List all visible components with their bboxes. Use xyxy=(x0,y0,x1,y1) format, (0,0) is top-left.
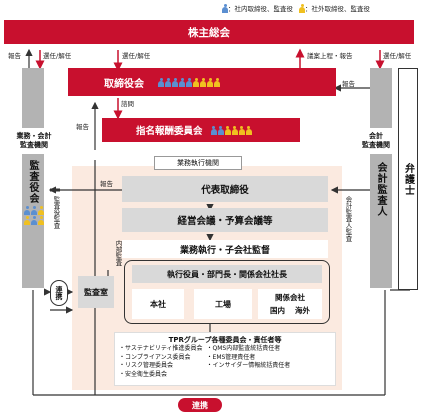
head-office-box[interactable]: 本社 xyxy=(132,289,184,319)
audit-board-people xyxy=(24,206,44,225)
officers-box[interactable]: 執行役員・部門長・関係会社社長 xyxy=(132,265,322,283)
management-meeting-box[interactable]: 経営会議・予算会議等 xyxy=(122,208,328,232)
elect-right-label: 選任/解任 xyxy=(383,52,412,60)
factory-box[interactable]: 工場 xyxy=(194,289,252,319)
person-icon xyxy=(24,216,30,225)
audit-board-column xyxy=(22,68,44,288)
report-left-top-label: 報告 xyxy=(8,52,21,60)
management-meeting-label: 経営会議・予算会議等 xyxy=(177,216,273,227)
accounting-auditor-label: 会計監査人 xyxy=(375,162,386,217)
nomination-people xyxy=(210,125,252,135)
committee-item: ・リスク管理委員会 xyxy=(119,362,174,369)
person-icon xyxy=(24,206,30,215)
committees-right-list: ・QMS内部監査統括責任者 ・EMS管理責任者 ・インサイダー情報統括責任者 xyxy=(207,345,291,379)
committee-item: ・サステナビリティ推進委員会 xyxy=(119,345,203,352)
audit-office-label: 監査室 xyxy=(84,287,108,297)
committee-item: ・安全衛生委員会 xyxy=(119,370,168,378)
person-icon xyxy=(193,77,199,87)
overseas-label: 海外 xyxy=(295,306,310,315)
lawyer-label: 弁護士 xyxy=(402,162,414,196)
business-org-tab: 業務執行機関 xyxy=(154,156,242,170)
audit-office-box[interactable]: 監査室 xyxy=(78,276,114,308)
nomination-label: 指名報酬委員会 xyxy=(136,126,203,137)
audit-group-label: 業務・会計 監査機関 xyxy=(16,132,52,149)
board-people xyxy=(158,77,220,87)
head-office-label: 本社 xyxy=(150,299,166,309)
internal-audit-label: 内部監査 xyxy=(114,240,122,266)
person-icon xyxy=(165,77,171,87)
board-of-directors[interactable]: 取締役会 xyxy=(68,68,336,96)
factory-label: 工場 xyxy=(215,299,231,309)
person-icon xyxy=(207,77,213,87)
report-board-label: 報告 xyxy=(76,123,89,131)
ceo-label: 代表取締役 xyxy=(201,185,249,196)
committees-box[interactable]: TPRグループ各種委員会・責任者等 ・サステナビリティ推進委員会 ・コンプライア… xyxy=(114,332,336,386)
domestic-label: 国内 xyxy=(270,306,285,315)
exec-supervision-label: 業務執行・子会社監督 xyxy=(179,245,270,256)
business-org-label: 業務執行機関 xyxy=(177,159,219,167)
shareholders-label: 株主総会 xyxy=(188,26,230,39)
person-icon xyxy=(158,77,164,87)
committees-left-list: ・サステナビリティ推進委員会 ・コンプライアンス委員会 ・リスク管理委員会 ・安… xyxy=(119,345,203,379)
committee-item: ・EMS管理責任者 xyxy=(206,353,256,361)
person-icon xyxy=(38,216,44,225)
audit-by-accountant-label: 会計監査人監査 xyxy=(344,196,352,242)
report-ceo-label: 報告 xyxy=(100,180,113,188)
committee-item: ・コンプライアンス委員会 xyxy=(119,353,191,361)
person-icon xyxy=(214,77,220,87)
internal-person-icon xyxy=(222,3,228,13)
cooperation-bubble[interactable]: 連携 xyxy=(50,280,68,306)
lawyer-box[interactable]: 弁護士 xyxy=(398,68,418,290)
person-icon xyxy=(224,125,231,135)
person-icon xyxy=(31,206,37,215)
person-icon xyxy=(245,125,252,135)
accounting-auditor-column xyxy=(370,68,392,288)
shareholders-meeting[interactable]: 株主総会 xyxy=(4,20,414,44)
committees-title: TPRグループ各種委員会・責任者等 xyxy=(168,336,282,344)
audit-by-board-label: 監査役監査 xyxy=(52,196,60,229)
elect-mid-label: 選任/解任 xyxy=(122,52,151,60)
consult-label: 諮問 xyxy=(121,100,134,108)
accounting-auditor[interactable]: 会計監査人 xyxy=(373,162,388,217)
legend-internal: ：社内取締役、監査役 xyxy=(228,5,293,13)
affiliates-box[interactable]: 関係会社 国内 海外 xyxy=(258,289,322,319)
affiliates-label: 関係会社 xyxy=(275,293,305,302)
exec-supervision-box[interactable]: 業務執行・子会社監督 xyxy=(122,240,328,258)
accounting-group-label: 会計 監査機関 xyxy=(362,132,390,149)
cooperation-label: 連携 xyxy=(55,286,63,300)
audit-group-box: 業務・会計 監査機関 xyxy=(6,128,62,154)
audit-board-label: 監査役会 xyxy=(27,160,38,204)
person-icon xyxy=(210,125,217,135)
cooperation-bottom-label: 連携 xyxy=(192,400,208,410)
person-icon xyxy=(186,77,192,87)
report-right-label: 報告 xyxy=(342,80,355,88)
nomination-committee[interactable]: 指名報酬委員会 xyxy=(102,118,300,142)
person-icon xyxy=(217,125,224,135)
person-icon xyxy=(179,77,185,87)
ceo-box[interactable]: 代表取締役 xyxy=(122,176,328,202)
person-icon xyxy=(172,77,178,87)
person-icon xyxy=(238,125,245,135)
cooperation-bottom[interactable]: 連携 xyxy=(178,398,222,412)
person-icon xyxy=(231,125,238,135)
legend-external: ：社外取締役、監査役 xyxy=(305,5,370,13)
external-person-icon xyxy=(299,3,305,13)
committee-item: ・インサイダー情報統括責任者 xyxy=(206,362,291,369)
committee-item: ・QMS内部監査統括責任者 xyxy=(206,345,281,352)
person-icon xyxy=(31,216,37,225)
person-icon xyxy=(38,206,44,215)
elect-left-label: 選任/解任 xyxy=(43,52,72,60)
legend: ：社内取締役、監査役 ：社外取締役、監査役 xyxy=(222,3,370,13)
proposal-label: 議案上程・報告 xyxy=(307,52,353,60)
person-icon xyxy=(200,77,206,87)
board-label: 取締役会 xyxy=(104,78,144,90)
officers-label: 執行役員・部門長・関係会社社長 xyxy=(167,269,287,279)
accounting-group-box: 会計 監査機関 xyxy=(350,128,402,154)
audit-board[interactable]: 監査役会 xyxy=(25,160,40,204)
